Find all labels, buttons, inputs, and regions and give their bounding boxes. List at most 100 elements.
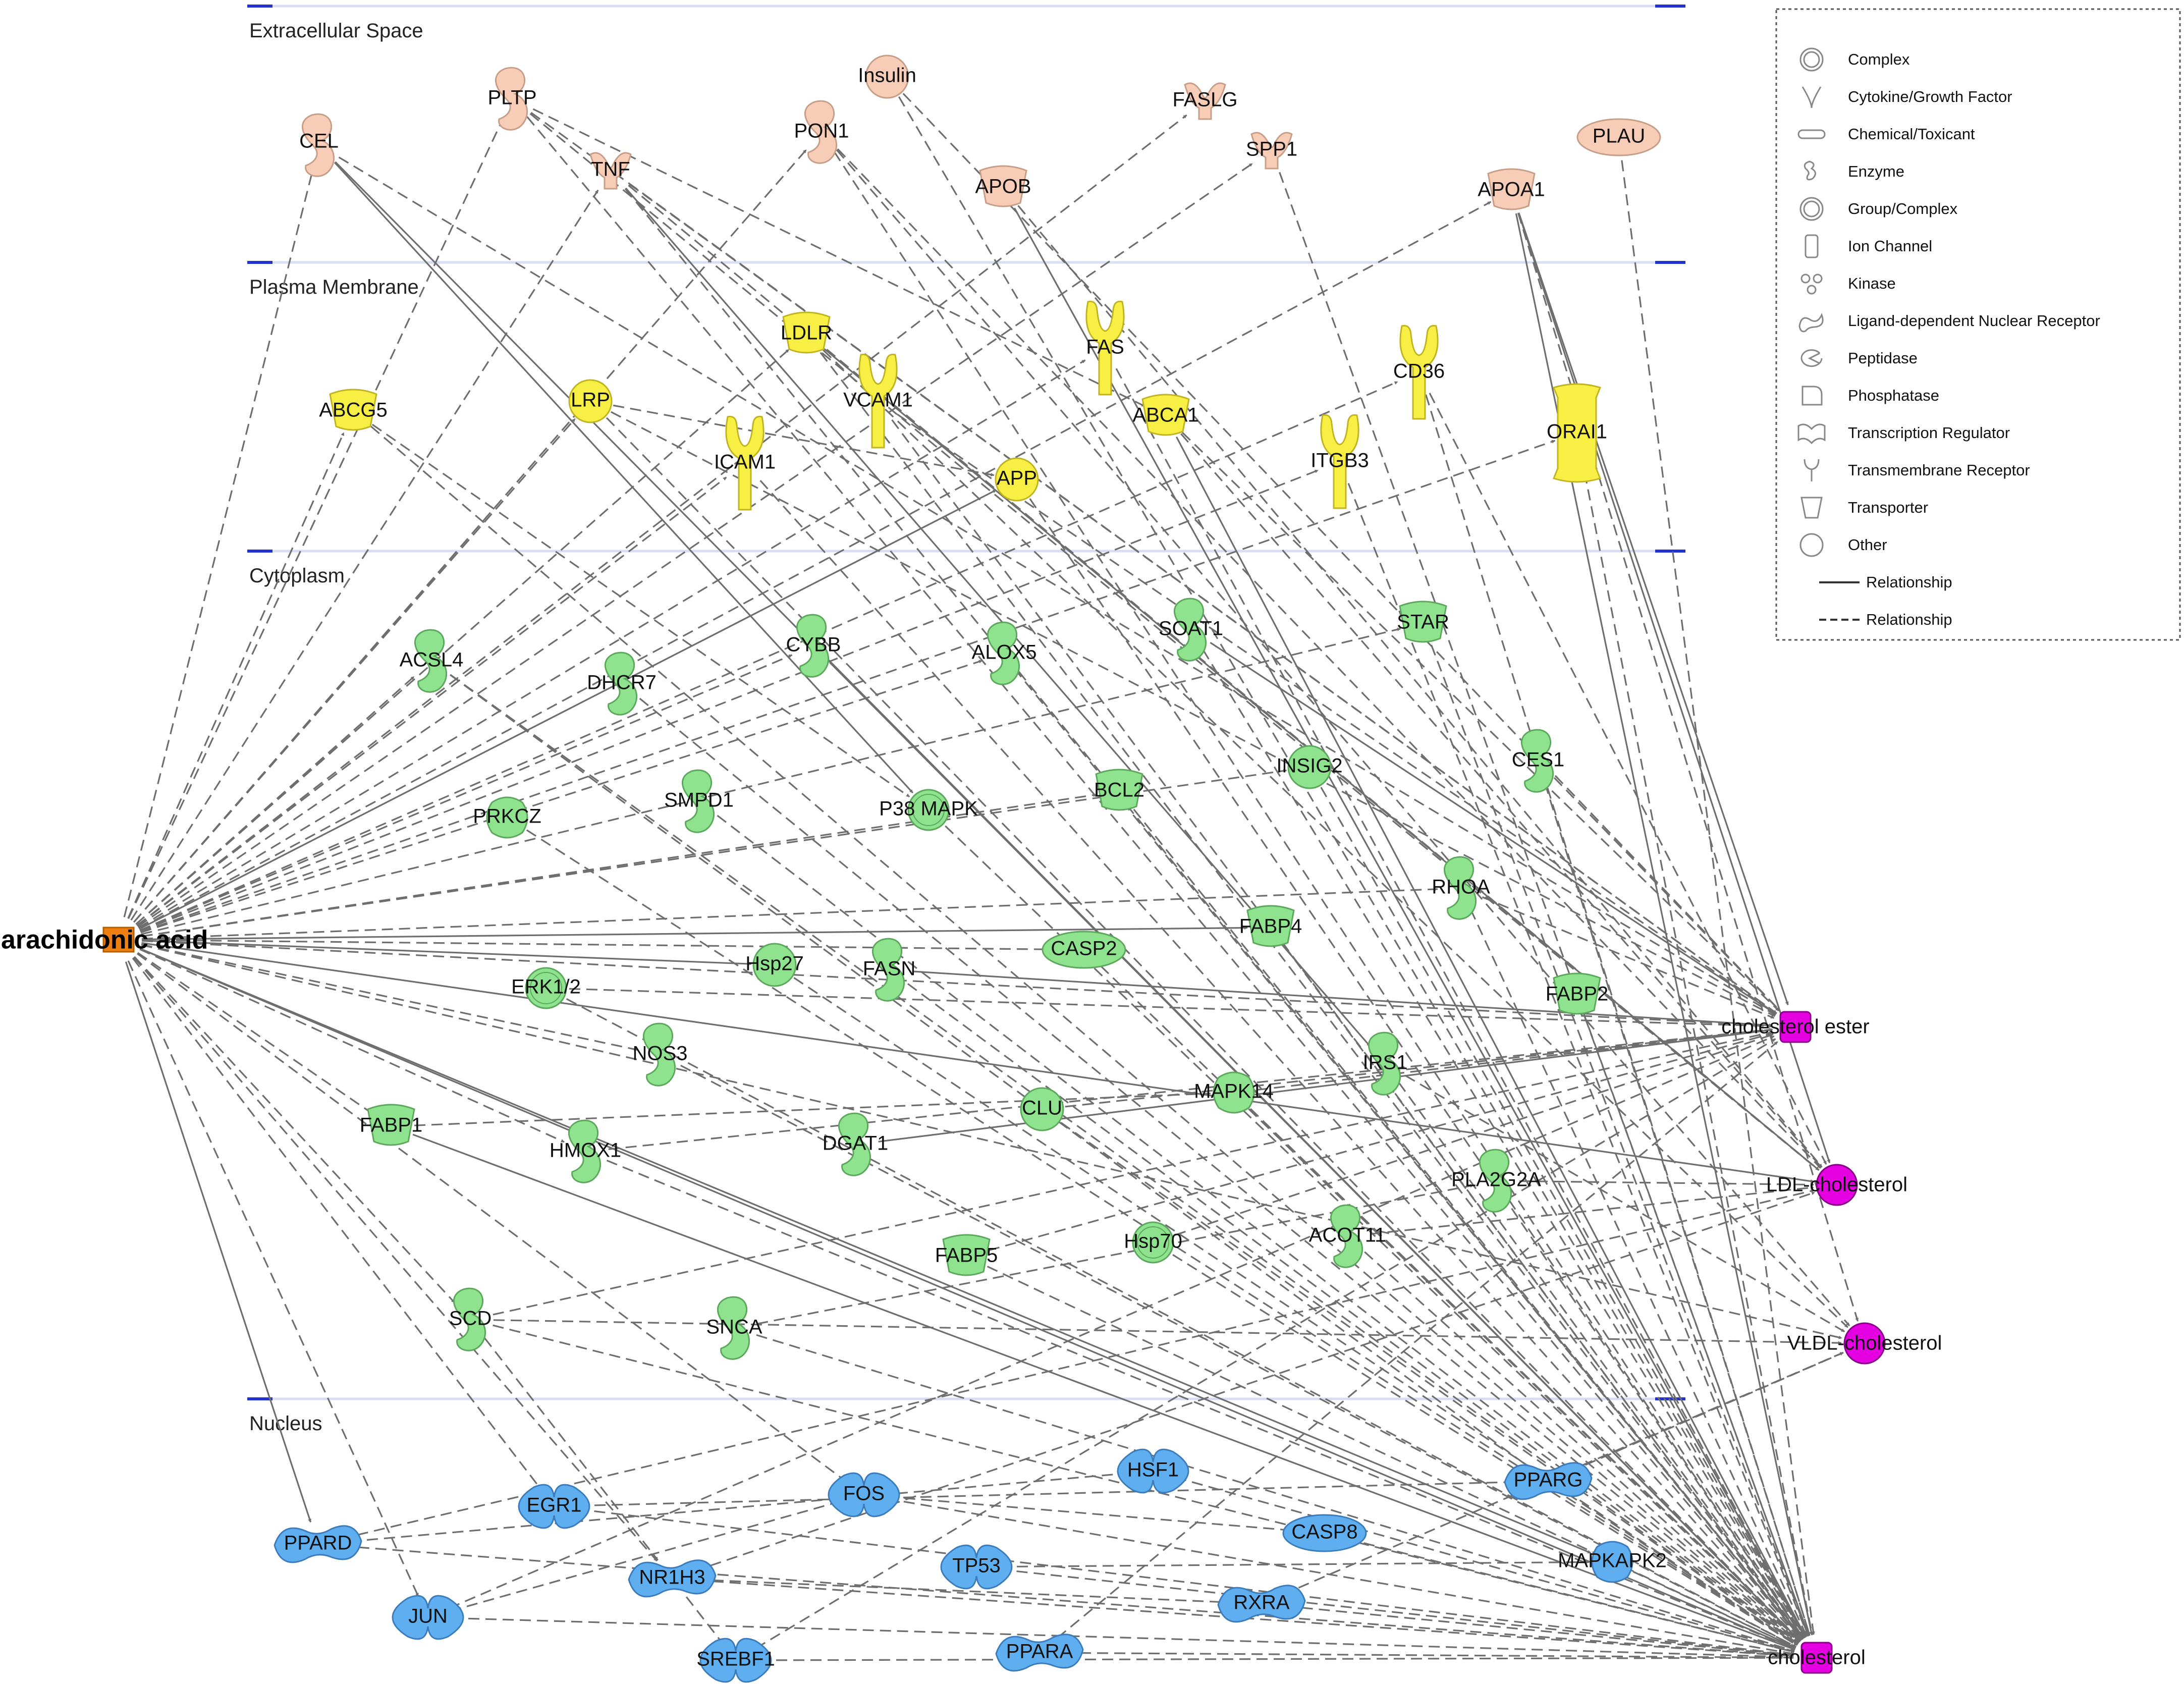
node-ldlr[interactable]: LDLR (781, 311, 832, 354)
node-label-casp2: CASP2 (1051, 938, 1117, 960)
node-shape-ppard (274, 1525, 362, 1563)
node-rhoa[interactable]: RHOA (1432, 856, 1490, 920)
edge-scd-to-nr1h3 (484, 1337, 659, 1561)
node-apoa1[interactable]: APOA1 (1478, 168, 1545, 210)
node-mapk14[interactable]: MAPK14 (1194, 1071, 1274, 1114)
node-acot11[interactable]: ACOT11 (1309, 1204, 1386, 1268)
node-label-dhcr7: DHCR7 (587, 672, 657, 694)
edge-ppara-to-chol (1062, 1652, 1794, 1660)
edge-cybb-to-chol (829, 662, 1801, 1642)
node-fabp5[interactable]: FABP5 (935, 1234, 998, 1276)
target-node-vldl[interactable]: VLDL-cholesterol (1787, 1322, 1942, 1365)
node-rxra[interactable]: RXRA (1217, 1585, 1306, 1623)
node-fabp4[interactable]: FABP4 (1239, 905, 1302, 947)
node-dgat1[interactable]: DGAT1 (823, 1112, 888, 1176)
node-pla2g2a[interactable]: PLA2G2A (1451, 1149, 1541, 1213)
edge-aa-to-cybb (139, 654, 793, 932)
node-insig2[interactable]: INSIG2 (1276, 745, 1343, 789)
node-label-pltp: PLTP (487, 87, 536, 109)
node-star[interactable]: STAR (1397, 601, 1449, 643)
node-shape-abcg5 (329, 389, 377, 431)
node-fas[interactable]: FAS (1085, 300, 1125, 396)
edge-srebf1-to-chol (758, 1656, 1794, 1661)
node-abcg5[interactable]: ABCG5 (319, 389, 388, 431)
node-fabp1[interactable]: FABP1 (360, 1104, 423, 1146)
node-erk12[interactable]: ERK1/2 (511, 967, 581, 1009)
node-mapkapk2[interactable]: MAPKAPK2 (1558, 1541, 1667, 1583)
node-faslg[interactable]: FASLG (1173, 82, 1238, 120)
node-abca1[interactable]: ABCA1 (1132, 394, 1199, 436)
edge-clu-to-ce (1065, 1028, 1773, 1108)
node-prkcz[interactable]: PRKCZ (473, 796, 541, 839)
node-app[interactable]: APP (995, 457, 1039, 502)
node-ppara[interactable]: PPARA (995, 1634, 1084, 1672)
node-smpd1[interactable]: SMPD1 (664, 769, 734, 833)
node-tnf[interactable]: TNF (589, 152, 632, 190)
node-ppard[interactable]: PPARD (274, 1525, 362, 1563)
node-label-lrp: LRP (571, 389, 610, 411)
node-vcam1[interactable]: VCAM1 (843, 353, 913, 449)
node-pparg[interactable]: PPARG (1504, 1462, 1593, 1500)
node-cel[interactable]: CEL (299, 113, 339, 177)
edge-aa-to-hsp27 (141, 940, 752, 966)
node-hsf1[interactable]: HSF1 (1117, 1448, 1189, 1494)
legend-item: Other (1799, 533, 1887, 557)
node-srebf1[interactable]: SREBF1 (696, 1638, 775, 1683)
node-shape-insig2 (1287, 745, 1332, 789)
node-hmox1[interactable]: HMOX1 (550, 1119, 621, 1183)
node-apob[interactable]: APOB (975, 165, 1031, 207)
node-fos[interactable]: FOS (828, 1472, 900, 1517)
source-node-arachidonic-acid[interactable]: arachidonic acid (1, 926, 208, 955)
node-nos3[interactable]: NOS3 (633, 1022, 688, 1087)
edge-snca-to-chol (756, 1334, 1795, 1652)
node-fasn[interactable]: FASN (863, 938, 915, 1002)
node-casp8[interactable]: CASP8 (1282, 1514, 1367, 1552)
node-casp2[interactable]: CASP2 (1042, 931, 1126, 969)
node-plau[interactable]: PLAU (1576, 118, 1661, 156)
node-itgb3[interactable]: ITGB3 (1311, 414, 1369, 509)
node-shape-pla2g2a (1479, 1149, 1512, 1213)
target-node-ce[interactable]: cholesterol ester (1721, 1011, 1870, 1043)
node-clu[interactable]: CLU (1020, 1087, 1064, 1131)
node-label-itgb3: ITGB3 (1311, 450, 1369, 472)
node-lrp[interactable]: LRP (568, 379, 613, 423)
node-cd36[interactable]: CD36 (1393, 324, 1445, 420)
node-scd[interactable]: SCD (449, 1287, 492, 1351)
edge-fabp1-to-mapk14 (414, 1092, 1211, 1126)
node-fabp2[interactable]: FABP2 (1546, 972, 1609, 1015)
node-snca[interactable]: SNCA (706, 1296, 762, 1360)
node-shape-snca (717, 1296, 750, 1360)
node-pltp[interactable]: PLTP (487, 67, 537, 131)
edge-tp53-to-chol (999, 1568, 1794, 1657)
node-insulin[interactable]: Insulin (858, 55, 916, 99)
edge-bcl2-to-chol (1133, 808, 1803, 1641)
node-irs1[interactable]: IRS1 (1363, 1031, 1408, 1096)
node-hsp27[interactable]: Hsp27 (745, 943, 804, 987)
node-bcl2[interactable]: BCL2 (1094, 769, 1144, 811)
node-cybb[interactable]: CYBB (786, 614, 841, 678)
node-acsl4[interactable]: ACSL4 (400, 629, 464, 693)
edge-egr1-to-chol (577, 1508, 1794, 1657)
node-label-pla2g2a: PLA2G2A (1451, 1169, 1541, 1191)
node-p38mapk[interactable]: P38 MAPK (879, 789, 978, 831)
node-soat1[interactable]: SOAT1 (1159, 597, 1223, 662)
node-spp1[interactable]: SPP1 (1246, 132, 1297, 170)
node-pon1[interactable]: PON1 (794, 100, 849, 164)
node-orai1[interactable]: ORAI1 (1547, 383, 1607, 483)
node-jun[interactable]: JUN (392, 1595, 464, 1640)
node-dhcr7[interactable]: DHCR7 (587, 651, 657, 716)
node-icam1[interactable]: ICAM1 (714, 415, 776, 511)
target-node-ldl[interactable]: LDL-cholesterol (1766, 1164, 1907, 1206)
node-egr1[interactable]: EGR1 (518, 1484, 590, 1529)
node-hsp70[interactable]: Hsp70 (1124, 1221, 1182, 1264)
node-alox5[interactable]: ALOX5 (972, 621, 1037, 685)
node-label-fas: FAS (1086, 336, 1124, 358)
node-ces1[interactable]: CES1 (1512, 729, 1565, 793)
edge-erk12-to-chol (566, 998, 1797, 1648)
node-nr1h3[interactable]: NR1H3 (628, 1559, 717, 1598)
node-tp53[interactable]: TP53 (940, 1544, 1013, 1590)
edge-tnf-to-chol (624, 188, 1803, 1641)
target-node-chol[interactable]: cholesterol (1768, 1642, 1866, 1674)
target-node-label-ce: cholesterol ester (1721, 1016, 1869, 1038)
